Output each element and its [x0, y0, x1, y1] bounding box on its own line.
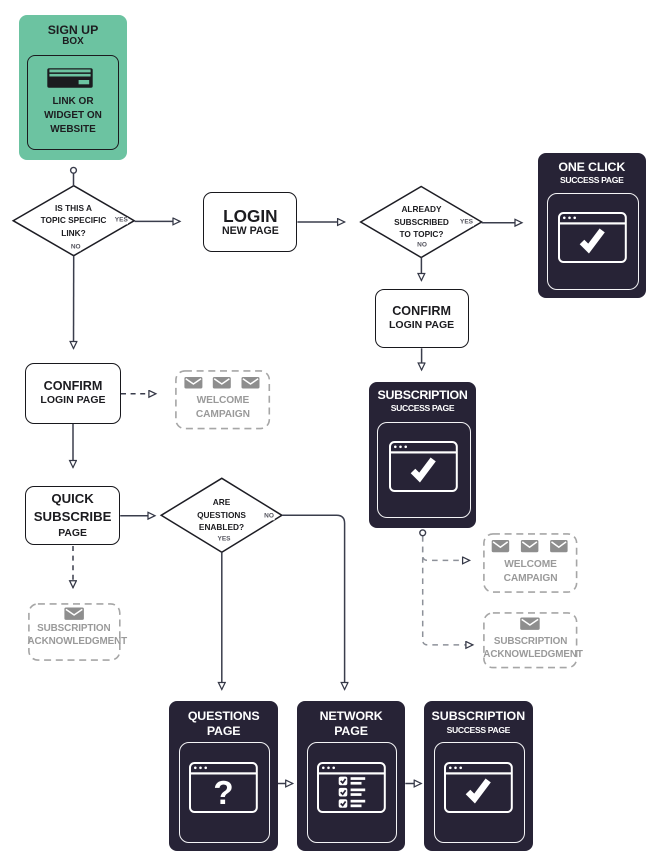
- decision-questions-enabled-question: ARE QUESTIONS ENABLED?: [197, 497, 246, 533]
- envelope-icon: [491, 540, 510, 553]
- welcome-campaign-left-frame: [175, 370, 271, 430]
- questions-page-title: QUESTIONS PAGE: [187, 708, 260, 738]
- envelope-icon: [184, 377, 203, 389]
- signup-box-node: SIGN UP BOX LINK OR WIDGET ON WEBSITE: [19, 15, 127, 160]
- one-click-title: ONE CLICK: [558, 160, 626, 175]
- subscription-bottom-title: SUBSCRIPTION: [431, 708, 526, 723]
- envelope-icon: [550, 540, 568, 553]
- subscription-acknowledgment-right-node: SUBSCRIPTION ACKNOWLEDGMENT: [483, 612, 583, 669]
- welcome-campaign-right-label: WELCOME CAMPAIGN: [503, 558, 558, 584]
- envelope-icon: [213, 377, 232, 389]
- decision-topic-link-no-label: NO: [70, 243, 82, 252]
- subscription-acknowledgment-right-label: SUBSCRIPTION ACKNOWLEDGMENT: [483, 636, 583, 661]
- decision-already-subscribed-yes-label: YES: [459, 217, 474, 226]
- one-click-subtitle: SUCCESS PAGE: [560, 175, 624, 186]
- confirm-login-page-right-node: CONFIRM LOGIN PAGE: [374, 288, 469, 349]
- decision-questions-enabled-yes-label: YES: [216, 535, 232, 544]
- confirm-left-title: CONFIRM: [43, 379, 103, 394]
- decision-questions-enabled-no-label: NO: [263, 512, 275, 521]
- checklist-rows: [338, 776, 365, 808]
- network-page-title: NETWORK PAGE: [319, 708, 383, 738]
- subscription-acknowledgment-right-frame: [483, 612, 578, 669]
- subscription-acknowledgment-left-node: SUBSCRIPTION ACKNOWLEDGMENT: [27, 603, 128, 661]
- envelope-icon: [521, 540, 539, 553]
- edge-decision3-no-to-network: [281, 514, 345, 689]
- edge-success-to-acknowledgment-right: [421, 536, 473, 645]
- browser-window-check-icon: [558, 211, 627, 263]
- browser-window-check-icon: [388, 440, 458, 492]
- signup-box-inner-frame: [27, 55, 119, 150]
- questions-page-inner-frame: [179, 741, 270, 843]
- subscription-bottom-inner-frame: [434, 741, 525, 843]
- quick-subscribe-page-node: QUICK SUBSCRIBE PAGE: [25, 486, 121, 545]
- signup-widget-icon: [47, 68, 93, 88]
- login-page-title: LOGIN: [223, 206, 278, 227]
- subscription-mid-title: SUBSCRIPTION: [377, 387, 468, 402]
- browser-window-check-icon: [444, 761, 513, 813]
- decision-already-subscribed-question: ALREADY SUBSCRIBED TO TOPIC?: [394, 204, 449, 240]
- envelope-icon: [63, 607, 84, 620]
- welcome-campaign-right-frame: [483, 533, 578, 593]
- connector-origin-dot-signup: [69, 166, 78, 174]
- signup-box-subtitle: BOX: [62, 35, 84, 47]
- confirm-right-title: CONFIRM: [392, 304, 451, 319]
- welcome-campaign-left-node: WELCOME CAMPAIGN: [175, 370, 271, 430]
- login-page-subtitle: NEW PAGE: [221, 225, 279, 238]
- subscription-success-page-mid-node: SUBSCRIPTION SUCCESS PAGE: [368, 382, 477, 528]
- confirm-login-page-left-node: CONFIRM LOGIN PAGE: [25, 362, 121, 424]
- quick-subscribe-title: QUICK SUBSCRIBE: [33, 490, 112, 524]
- browser-window-question-icon: ?: [189, 761, 259, 813]
- network-page-node: NETWORK PAGE: [296, 700, 406, 851]
- subscription-mid-inner-frame: [377, 421, 471, 518]
- edge-success-to-welcome-campaign-right: [421, 536, 470, 560]
- decision-topic-link-yes-label: YES: [114, 216, 129, 225]
- welcome-campaign-right-node: WELCOME CAMPAIGN: [483, 533, 578, 593]
- signup-box-title: SIGN UP: [47, 23, 99, 37]
- question-glyph: ?: [214, 774, 234, 811]
- decision-topic-link-question: IS THIS A TOPIC SPECIFIC LINK?: [40, 202, 107, 238]
- connector-origin-dot-success: [419, 529, 427, 537]
- welcome-campaign-left-label: WELCOME CAMPAIGN: [195, 394, 250, 420]
- browser-window-checklist-icon: [316, 761, 386, 813]
- subscription-acknowledgment-left-frame: [27, 603, 121, 661]
- confirm-right-subtitle: LOGIN PAGE: [389, 318, 455, 331]
- subscription-acknowledgment-left-label: SUBSCRIPTION ACKNOWLEDGMENT: [27, 623, 128, 647]
- subscription-mid-subtitle: SUCCESS PAGE: [390, 403, 455, 414]
- signup-box-caption: LINK OR WIDGET ON WEBSITE: [44, 95, 102, 136]
- one-click-success-page-node: ONE CLICK SUCCESS PAGE: [537, 153, 646, 298]
- login-page-node: LOGIN NEW PAGE: [203, 192, 298, 253]
- one-click-inner-frame: [546, 192, 639, 290]
- quick-subscribe-subtitle: PAGE: [58, 528, 87, 540]
- envelope-icon: [241, 377, 260, 389]
- subscription-success-page-bottom-node: SUBSCRIPTION SUCCESS PAGE: [424, 700, 533, 851]
- confirm-left-subtitle: LOGIN PAGE: [40, 393, 106, 406]
- network-page-inner-frame: [306, 741, 398, 843]
- subscription-bottom-subtitle: SUCCESS PAGE: [446, 725, 511, 736]
- envelope-icon: [520, 617, 540, 630]
- questions-page-node: QUESTIONS PAGE ?: [169, 700, 278, 851]
- decision-already-subscribed-no-label: NO: [416, 241, 428, 250]
